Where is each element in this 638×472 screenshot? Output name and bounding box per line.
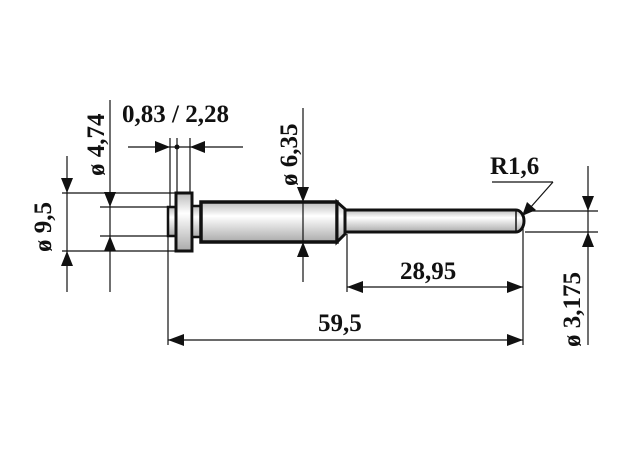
dia-flange-label: ø 9,5 [30,202,57,252]
dia-hub-label: ø 4,74 [83,113,110,176]
dimension-dia-shaft: ø 3,175 [525,166,598,347]
dimension-dia-hub: ø 4,74 [83,100,168,292]
pin-part [166,191,526,253]
dimension-total-length: 59,5 [167,236,523,346]
shaft-length-label: 28,95 [400,258,456,285]
dimension-flange-width: 0,83 / 2,28 [122,101,243,207]
dimension-shaft-length: 28,95 [346,228,524,345]
dimension-dia-body: ø 6,35 [276,108,309,282]
tip-radius-label: R1,6 [490,153,539,180]
total-length-label: 59,5 [318,310,362,337]
flange-width-label: 0,83 / 2,28 [122,101,229,128]
dimension-tip-radius: R1,6 [490,153,554,216]
dia-shaft-label: ø 3,175 [559,272,586,347]
dimension-dia-flange: ø 9,5 [30,156,176,292]
dia-body-label: ø 6,35 [276,124,303,187]
